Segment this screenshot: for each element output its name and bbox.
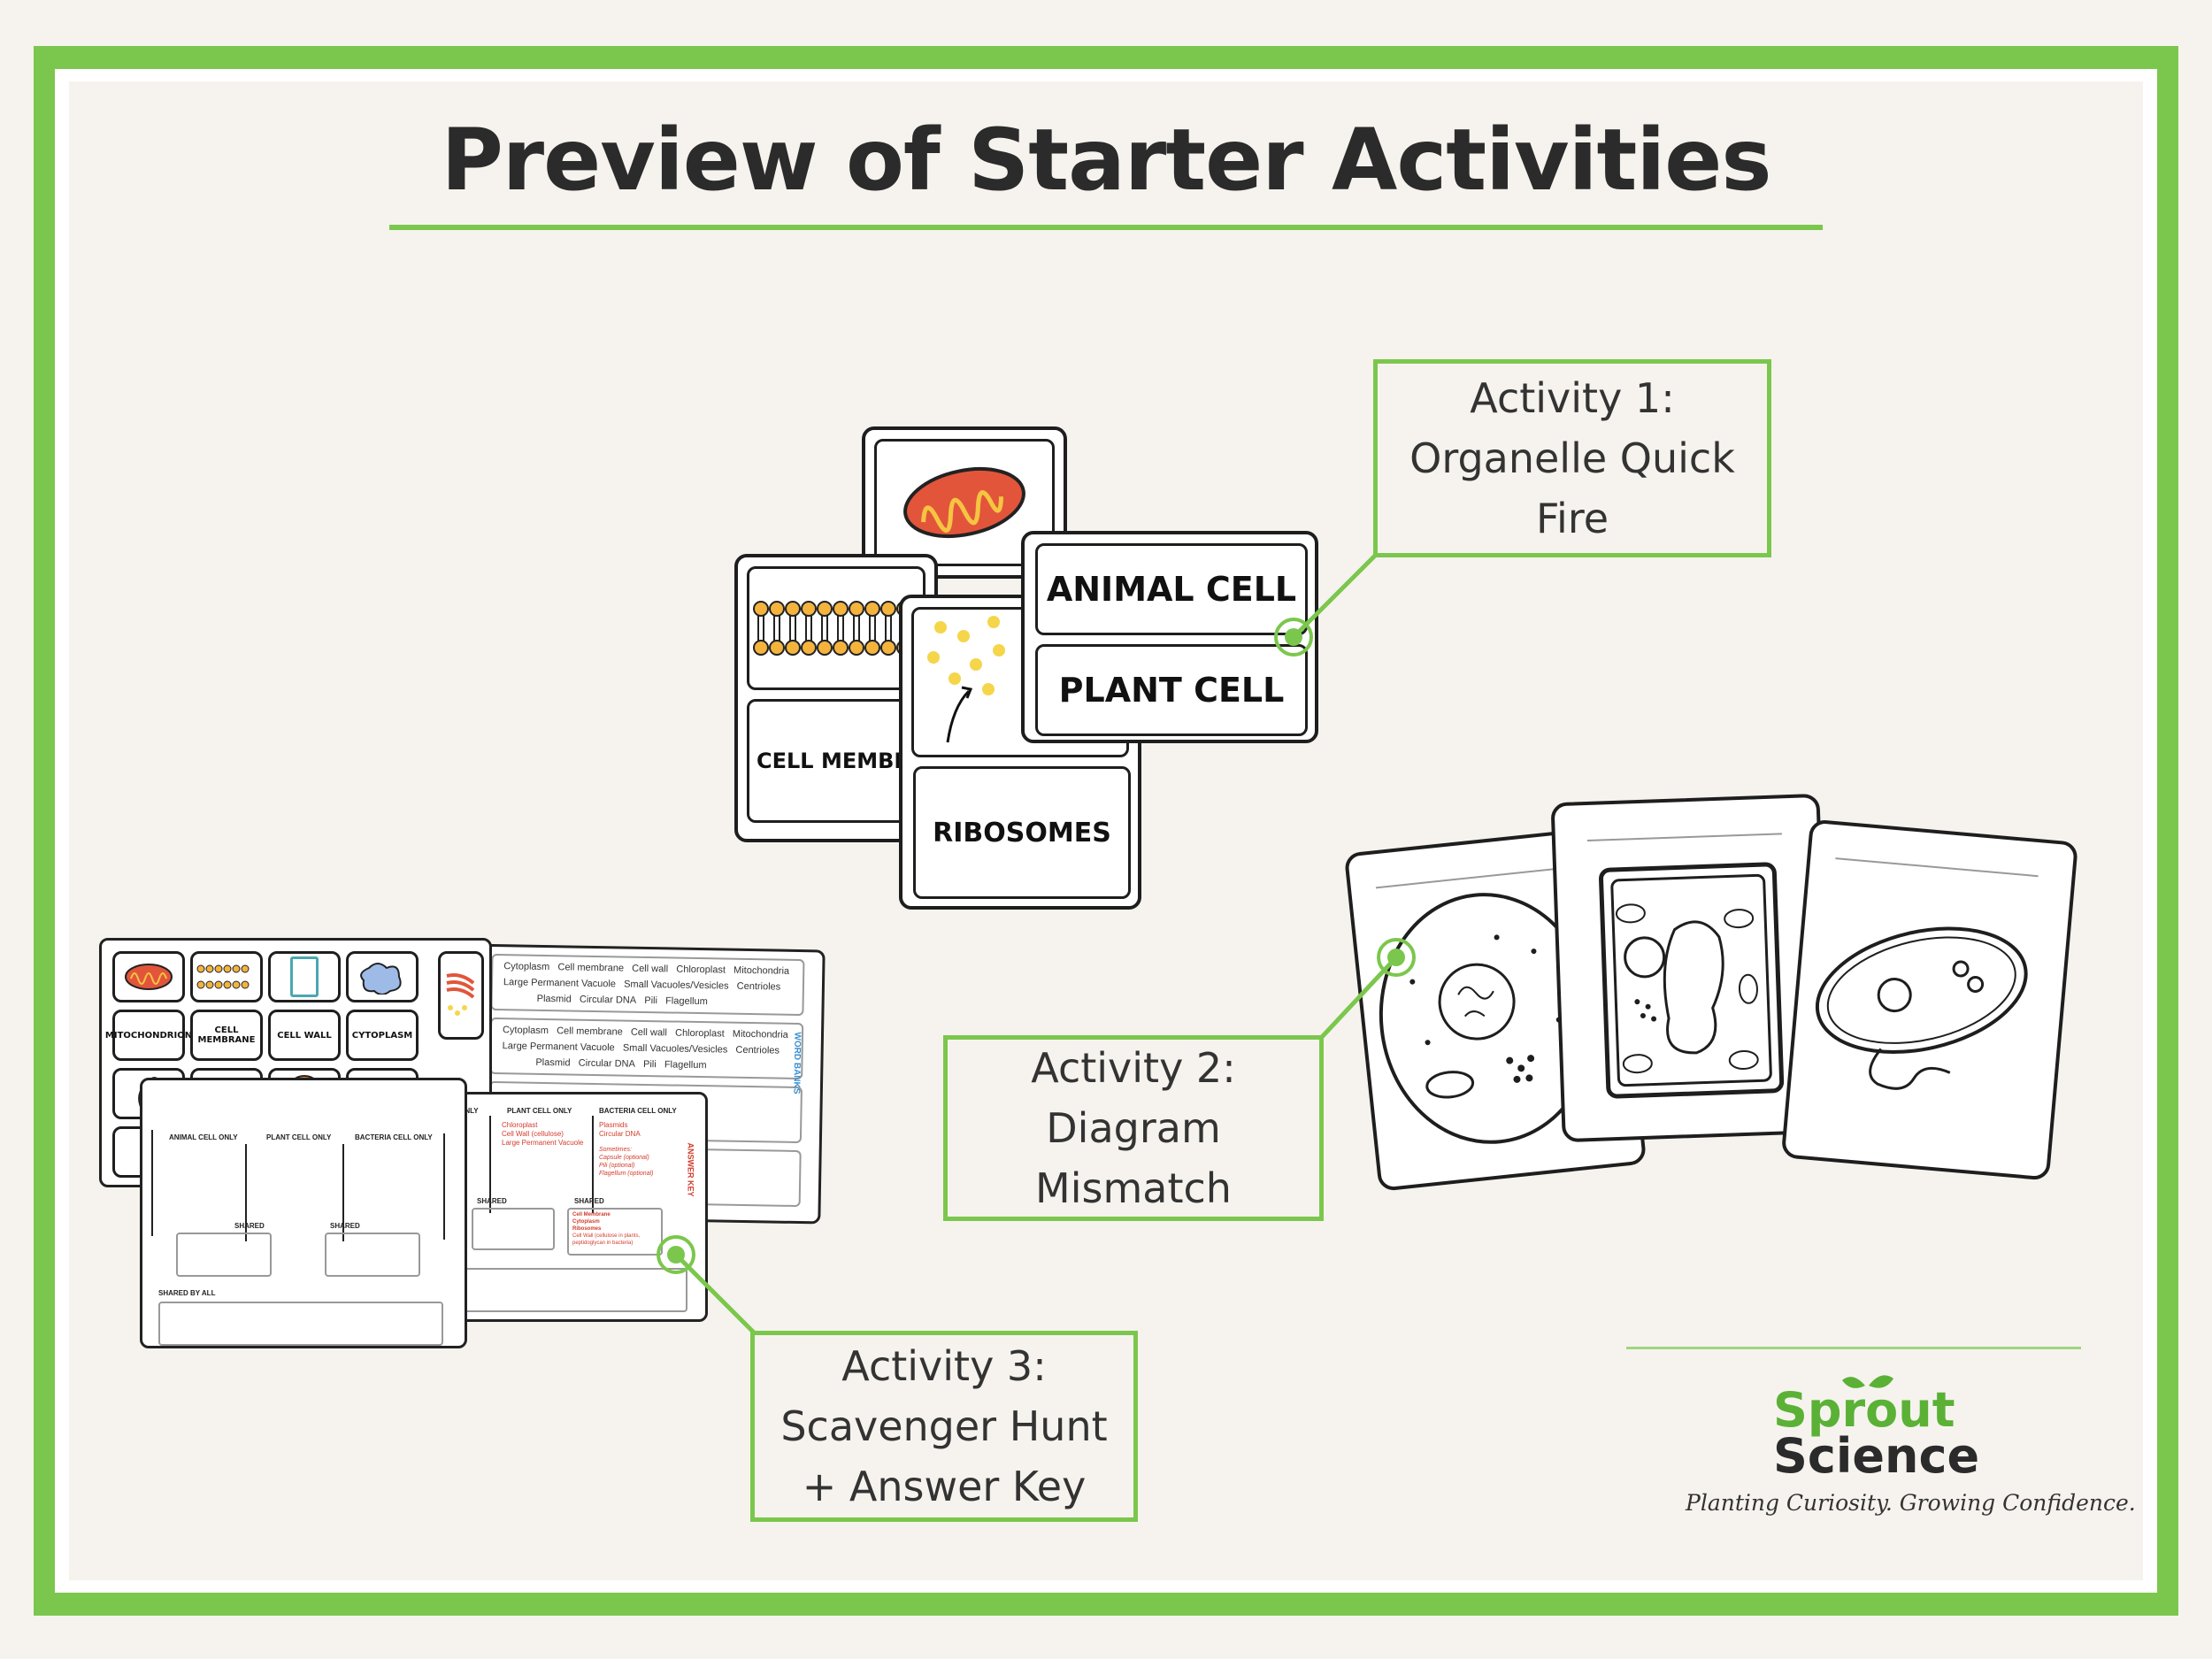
answer-item: Large Permanent Vacuole (502, 1139, 584, 1147)
answer-shared-list: Cell Membrane Cytoplasm Ribosomes Cell W… (572, 1211, 659, 1247)
activity1-line1: Activity 1: (1470, 374, 1675, 422)
ribosome-dots-icon (927, 616, 1005, 743)
venn-shared-box (325, 1233, 420, 1277)
grid-image-membrane (190, 951, 263, 1002)
cell-membrane-card: CELL MEMBRAI (734, 554, 938, 842)
venn-shared-label: SHARED (234, 1222, 265, 1230)
phospholipid-bilayer-icon (753, 601, 912, 656)
animal-plant-cell-card: ANIMAL CELL PLANT CELL (1021, 531, 1318, 743)
answer-plant-only: Chloroplast Cell Wall (cellulose) Large … (502, 1121, 583, 1148)
answer-header-plant: PLANT CELL ONLY (507, 1107, 572, 1115)
venn-line (443, 1133, 445, 1240)
ribosome-golgi-icon (446, 973, 475, 1016)
activity1-marker-ring (1274, 618, 1313, 657)
activity2-marker-dot (1387, 949, 1405, 966)
activity3-line3: + Answer Key (802, 1463, 1087, 1510)
answer-item: Cell Membrane (572, 1212, 611, 1217)
venn-line (342, 1144, 344, 1241)
answer-item: Capsule (optional) (599, 1155, 649, 1161)
venn-shared-all-label: SHARED BY ALL (158, 1289, 216, 1297)
activity2-line2: Diagram (1046, 1104, 1221, 1152)
answer-line (592, 1116, 594, 1213)
answer-bacteria-optional: Sometimes: Capsule (optional) Pili (opti… (599, 1146, 653, 1178)
activity3-line1: Activity 3: (841, 1342, 1047, 1390)
activity1-connector (1292, 552, 1379, 639)
cell-membrane-label: CELL MEMBRAI (747, 699, 926, 823)
activity2-marker-ring (1377, 938, 1416, 977)
answer-item: Chloroplast (502, 1121, 538, 1129)
brand-divider (1626, 1347, 2081, 1349)
answer-item: Cell Wall (cellulose) (502, 1130, 564, 1138)
brand-tagline: Planting Curiosity. Growing Confidence. (1686, 1490, 2136, 1516)
mitochondria-card (862, 426, 1067, 579)
phospholipid-bilayer-icon (196, 964, 250, 989)
activity3-marker-ring (657, 1235, 695, 1274)
grid-image-cell-wall (268, 951, 341, 1002)
activity3-marker-dot (667, 1246, 685, 1263)
activity1-callout: Activity 1: Organelle Quick Fire (1373, 359, 1771, 557)
venn-line (151, 1130, 153, 1236)
grid-label-cell-membrane: CELL MEMBRANE (190, 1010, 263, 1061)
animal-cell-label: ANIMAL CELL (1035, 543, 1308, 635)
cytoplasm-icon (360, 963, 402, 995)
venn-header-animal: ANIMAL CELL ONLY (169, 1133, 238, 1141)
answer-shared-label: SHARED (477, 1197, 507, 1205)
answer-shared-label: SHARED (574, 1197, 604, 1205)
grid-label-mitochondrion: MITOCHONDRION (105, 1010, 192, 1061)
answer-shared-box (472, 1208, 555, 1250)
answer-bacteria-only: Plasmids Circular DNA (599, 1121, 641, 1139)
card-image-panel (747, 566, 926, 690)
grid-label-cell-wall: CELL WALL (268, 1010, 341, 1061)
activity2-callout: Activity 2: Diagram Mismatch (943, 1035, 1324, 1221)
mitochondrion-icon (125, 964, 173, 990)
bacteria-sheet (1782, 820, 2078, 1180)
grid-image-mitochondrion (112, 951, 185, 1002)
answer-line (489, 1116, 491, 1213)
venn-shared-all-box (158, 1302, 443, 1346)
answer-item: Circular DNA (599, 1130, 641, 1138)
venn-shared-label: SHARED (330, 1222, 360, 1230)
grid-label-cytoplasm: CYTOPLASM (346, 1010, 419, 1061)
activity3-callout: Activity 3: Scavenger Hunt + Answer Key (750, 1331, 1138, 1522)
answer-shared-box: Cell Membrane Cytoplasm Ribosomes Cell W… (567, 1208, 663, 1256)
activity1-marker-dot (1285, 628, 1302, 646)
activity2-line3: Mismatch (1035, 1164, 1232, 1212)
venn-header-bacteria: BACTERIA CELL ONLY (355, 1133, 433, 1141)
activity2-line1: Activity 2: (1031, 1044, 1236, 1092)
plant-cell-label: PLANT CELL (1035, 644, 1308, 736)
brand-logo-sprout: Sprout (1773, 1382, 1955, 1438)
ribosomes-label: RIBOSOMES (913, 766, 1131, 899)
venn-header-plant: PLANT CELL ONLY (266, 1133, 332, 1141)
mitochondrion-icon (903, 467, 1025, 538)
cell-wall-icon (290, 956, 319, 997)
answer-item: Cell Wall (cellulose in plants, peptidog… (572, 1233, 641, 1246)
answer-item: Pili (optional) (599, 1163, 635, 1169)
activity3-line2: Scavenger Hunt (780, 1402, 1108, 1450)
plant-cell-sheet (1551, 794, 1832, 1142)
activity1-line3: Fire (1535, 495, 1609, 542)
answer-item: Plasmids (599, 1121, 628, 1129)
venn-line (245, 1144, 247, 1241)
grid-image-golgi (438, 951, 484, 1040)
answer-item: Cytoplasm (572, 1219, 600, 1225)
grid-image-cytoplasm (346, 951, 419, 1002)
title-underline (389, 225, 1823, 230)
venn-shared-box (176, 1233, 272, 1277)
brand-logo-science: Science (1773, 1428, 1980, 1484)
activity1-line2: Organelle Quick (1409, 434, 1735, 482)
venn-blank-sheet: ANIMAL CELL ONLY PLANT CELL ONLY BACTERI… (140, 1078, 467, 1348)
answer-item: Flagellum (optional) (599, 1171, 654, 1177)
answer-item: Sometimes: (599, 1147, 632, 1153)
answer-header-bacteria: BACTERIA CELL ONLY (599, 1107, 677, 1115)
page-title: Preview of Starter Activities (441, 111, 1771, 210)
answer-item: Ribosomes (572, 1226, 602, 1232)
